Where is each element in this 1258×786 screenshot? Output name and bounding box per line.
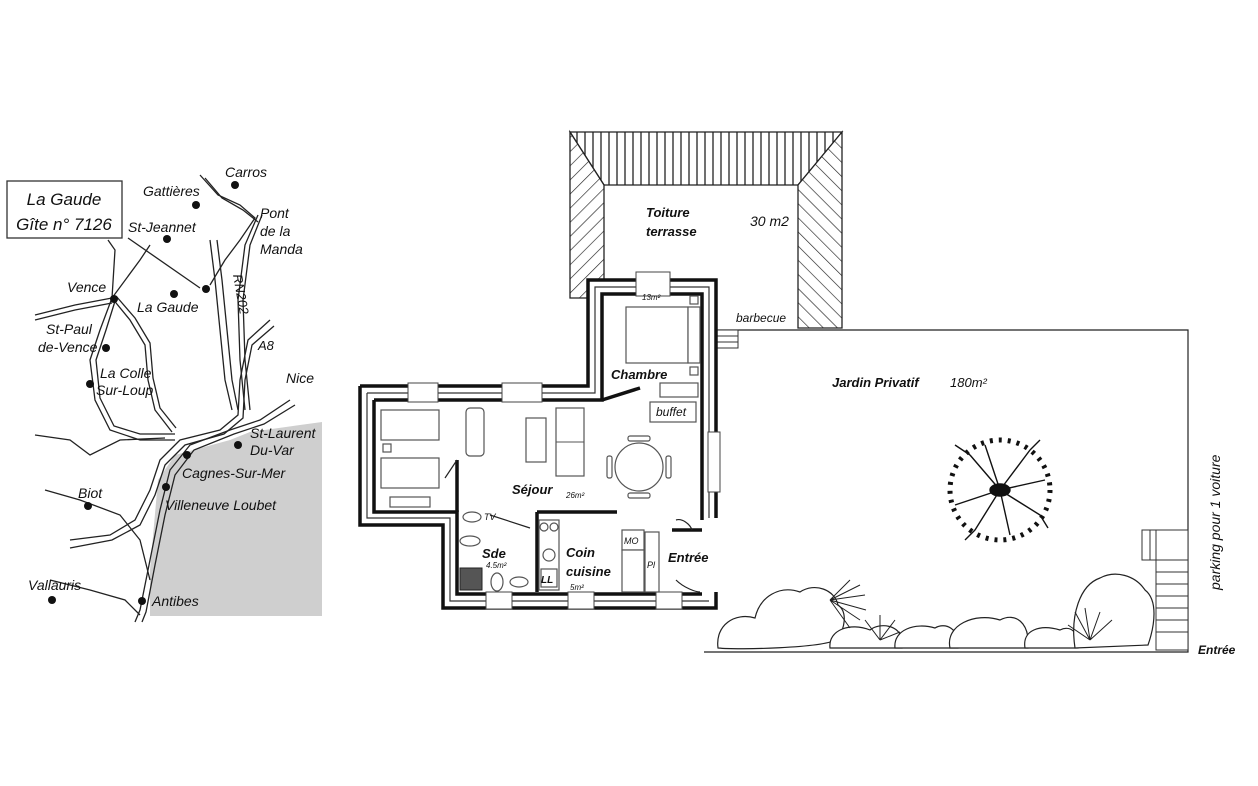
ll-label: LL xyxy=(541,575,553,586)
garden: Jardin Privatif 180m² xyxy=(704,329,1236,657)
town-st-laurent: St-Laurent xyxy=(250,425,316,441)
sejour-area: 26m² xyxy=(565,491,585,500)
house-walls xyxy=(358,271,721,610)
town-antibes: Antibes xyxy=(151,593,199,609)
town-st-jeannet: St-Jeannet xyxy=(128,219,197,235)
parking-label: parking pour 1 voiture xyxy=(1207,454,1223,591)
road-a8: A8 xyxy=(257,338,275,353)
map-title-line2: Gîte n° 7126 xyxy=(16,215,112,234)
town-de-la: de la xyxy=(260,223,291,239)
terrace-area: 30 m2 xyxy=(750,213,789,229)
town-du-var: Du-Var xyxy=(250,442,295,458)
chambre-label: Chambre xyxy=(611,367,667,382)
terrace-label-line2: terrasse xyxy=(646,224,697,239)
town-pont: Pont xyxy=(260,205,290,221)
map-town-dots xyxy=(48,181,242,605)
sde-label: Sde xyxy=(482,546,506,561)
sde-area: 4.5m² xyxy=(486,561,507,570)
sde-room: Sde 4.5m² xyxy=(459,535,529,592)
entrance-door-swing xyxy=(675,519,701,593)
sejour-room: Séjour 26m² TV xyxy=(462,407,672,523)
town-sur-loup: Sur-Loup xyxy=(96,382,154,398)
garden-entrance-label: Entrée xyxy=(1198,643,1236,657)
house-entrance-label: Entrée xyxy=(668,550,708,565)
town-la-gaude: La Gaude xyxy=(137,299,199,315)
garden-area: 180m² xyxy=(950,375,988,390)
chambre-area: 13m² xyxy=(642,293,661,302)
town-manda: Manda xyxy=(260,241,303,257)
buffet-label: buffet xyxy=(656,405,687,419)
town-st-paul: St-Paul xyxy=(46,321,93,337)
garden-label: Jardin Privatif xyxy=(832,375,920,390)
town-nice: Nice xyxy=(286,370,314,386)
terrace-label-line1: Toiture xyxy=(646,205,690,220)
kitchen-label-line2: cuisine xyxy=(566,564,611,579)
barbecue-label: barbecue xyxy=(736,311,786,325)
region-map: La Gaude Gîte n° 7126 xyxy=(6,164,322,623)
town-cagnes-sur-mer: Cagnes-Sur-Mer xyxy=(182,465,287,481)
town-carros: Carros xyxy=(225,164,267,180)
chambre-room: Chambre 13m² buffet xyxy=(611,293,701,423)
region-floorplan: Toiture terrasse 30 m2 barbecue Jardin P… xyxy=(358,129,1236,657)
pl-label: Pl xyxy=(647,560,656,570)
sejour-label: Séjour xyxy=(512,482,553,497)
town-la-colle: La Colle xyxy=(100,365,152,381)
bedroom-left-furniture xyxy=(380,409,440,508)
road-rn202: RN202 xyxy=(230,273,252,316)
garden-steps-left xyxy=(715,329,739,349)
parking-steps xyxy=(1141,529,1189,651)
map-title-line1: La Gaude xyxy=(27,190,102,209)
tree-icon xyxy=(947,437,1053,543)
map-title-box xyxy=(6,180,123,239)
town-biot: Biot xyxy=(78,485,103,501)
town-gattieres: Gattières xyxy=(143,183,200,199)
map-roads xyxy=(34,174,296,623)
town-vence: Vence xyxy=(67,279,106,295)
shrubs xyxy=(717,573,1155,650)
tv-label: TV xyxy=(484,512,496,522)
town-villeneuve-loubet: Villeneuve Loubet xyxy=(165,497,277,513)
kitchen-label-line1: Coin xyxy=(566,545,595,560)
sea-area xyxy=(150,422,322,616)
windows xyxy=(407,271,721,610)
mo-label: MO xyxy=(624,536,639,546)
town-de-vence: de-Vence xyxy=(38,339,98,355)
town-vallauris: Vallauris xyxy=(28,577,81,593)
roof-terrace: Toiture terrasse 30 m2 barbecue xyxy=(568,129,844,329)
kitchen-area: 5m² xyxy=(570,583,584,592)
kitchen-room: LL Coin cuisine 5m² MO Pl xyxy=(538,519,660,593)
